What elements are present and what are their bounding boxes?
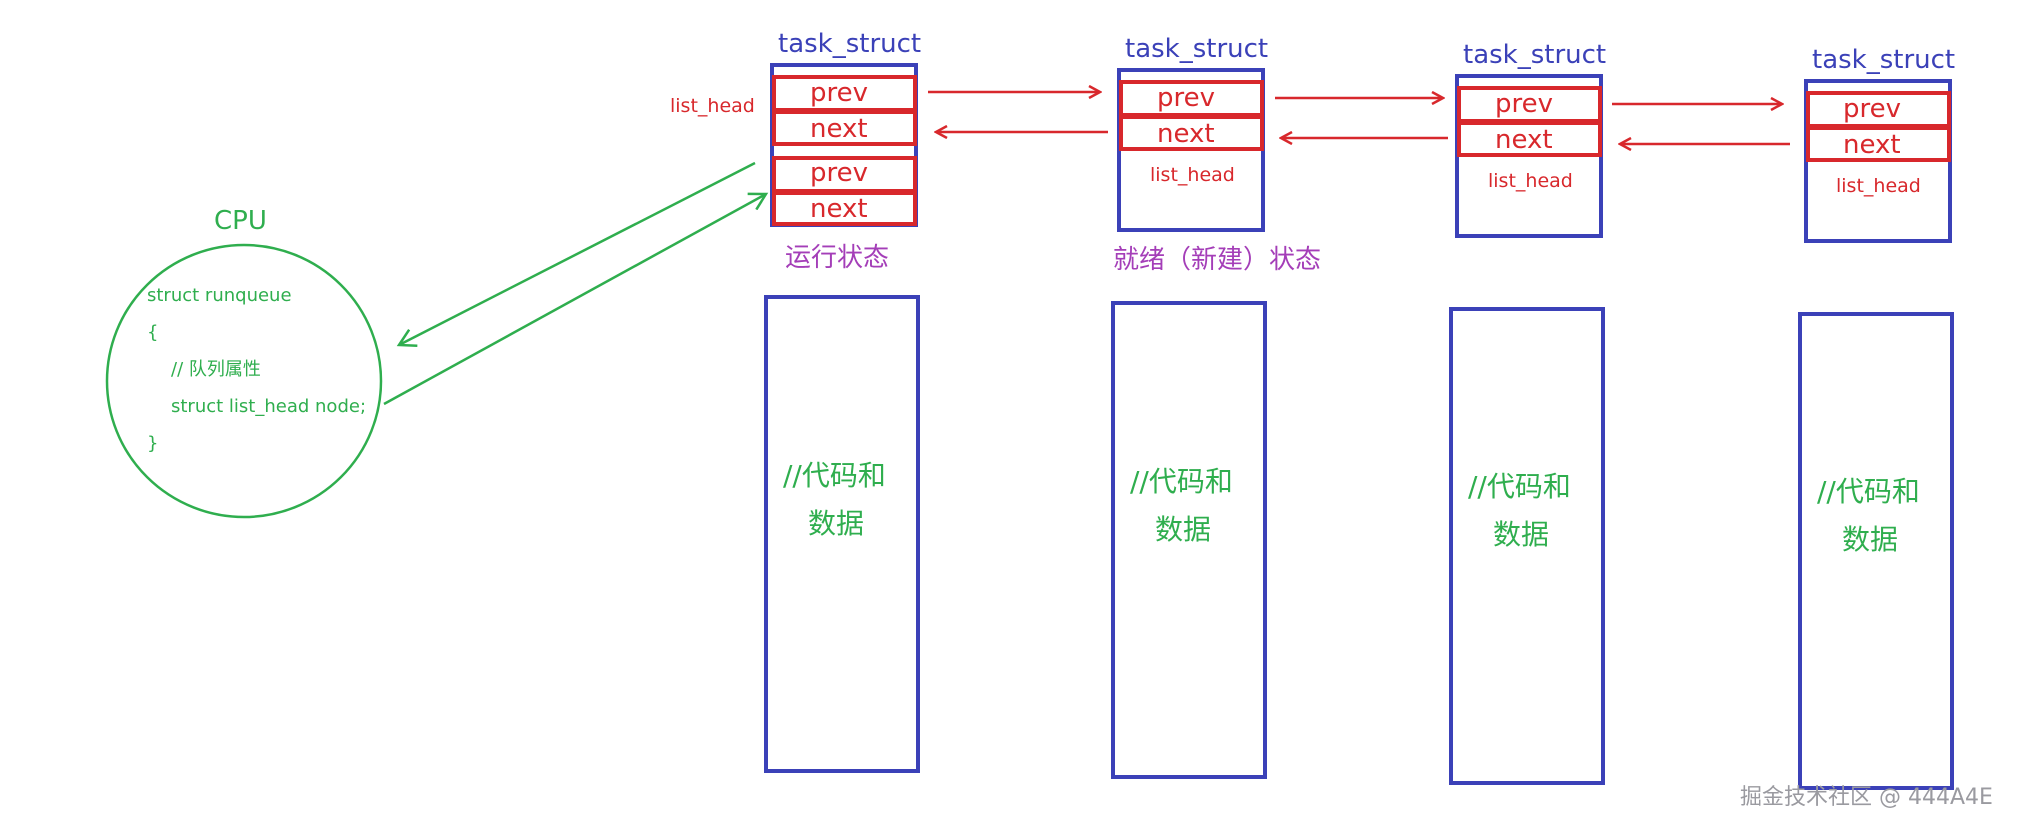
cpu-title: CPU <box>214 206 267 236</box>
cpu-line-5: } <box>147 433 158 454</box>
task-3-next-label: next <box>1495 125 1553 155</box>
task-1-rq-next-label: next <box>810 194 868 224</box>
task-struct-1-title: task_struct <box>778 29 921 59</box>
task-2-code-line1: //代码和 <box>1130 465 1233 498</box>
task-1-rq-next-field <box>772 191 917 226</box>
task-1-list-head-label: list_head <box>670 95 755 117</box>
task-2-list-head-label: list_head <box>1150 164 1235 186</box>
task-3-prev-label: prev <box>1495 89 1553 119</box>
task-4-code-box <box>1798 312 1954 790</box>
task-struct-1: task_struct prev next prev next list_hea… <box>670 29 921 773</box>
cpu-circle <box>105 243 383 519</box>
task-1-prev-label: prev <box>810 78 868 108</box>
task-4-code-line1: //代码和 <box>1817 475 1920 508</box>
task-1-rq-prev-label: prev <box>810 158 868 188</box>
task-1-next-field <box>772 110 917 146</box>
task-1-code-line2: 数据 <box>808 507 864 540</box>
state-running-label: 运行状态 <box>785 243 889 273</box>
task-1-code-box <box>764 295 920 773</box>
cpu-line-1: struct runqueue <box>147 285 292 306</box>
task-3-code-line1: //代码和 <box>1468 470 1571 503</box>
task-2-code-box <box>1111 301 1267 779</box>
task-2-code-line2: 数据 <box>1155 513 1211 546</box>
arrow-task-to-runqueue <box>399 161 756 345</box>
task-2-next-field <box>1119 115 1264 151</box>
task-4-prev-label: prev <box>1843 94 1901 124</box>
task-struct-2-title: task_struct <box>1125 34 1268 64</box>
task-struct-2: task_struct prev next list_head 就绪（新建）状态… <box>1111 34 1321 779</box>
task-2-next-label: next <box>1157 119 1215 149</box>
task-struct-4: task_struct prev next list_head //代码和 数据 <box>1798 45 1955 790</box>
arrow-runqueue-to-task <box>383 194 766 406</box>
task-struct-3: task_struct prev next list_head //代码和 数据 <box>1449 40 1606 785</box>
task-4-next-field <box>1806 126 1951 162</box>
task-3-code-line2: 数据 <box>1493 518 1549 551</box>
task-4-next-label: next <box>1843 130 1901 160</box>
task-1-code-line1: //代码和 <box>783 459 886 492</box>
cpu-line-4: struct list_head node; <box>171 396 366 417</box>
cpu-line-3: // 队列属性 <box>171 359 261 380</box>
task-4-code-line2: 数据 <box>1842 523 1898 556</box>
watermark: 掘金技术社区 @ 444A4E <box>1740 785 1993 810</box>
task-1-next-label: next <box>810 114 868 144</box>
task-3-list-head-label: list_head <box>1488 170 1573 192</box>
cpu-runqueue: CPU struct runqueue { // 队列属性 struct lis… <box>105 206 383 519</box>
task-3-next-field <box>1457 121 1602 157</box>
task-2-prev-label: prev <box>1157 83 1215 113</box>
task-struct-3-title: task_struct <box>1463 40 1606 70</box>
task-4-list-head-label: list_head <box>1836 175 1921 197</box>
cpu-line-2: { <box>147 322 158 343</box>
task-struct-4-title: task_struct <box>1812 45 1955 75</box>
state-ready-label: 就绪（新建）状态 <box>1113 245 1321 275</box>
task-3-code-box <box>1449 307 1605 785</box>
